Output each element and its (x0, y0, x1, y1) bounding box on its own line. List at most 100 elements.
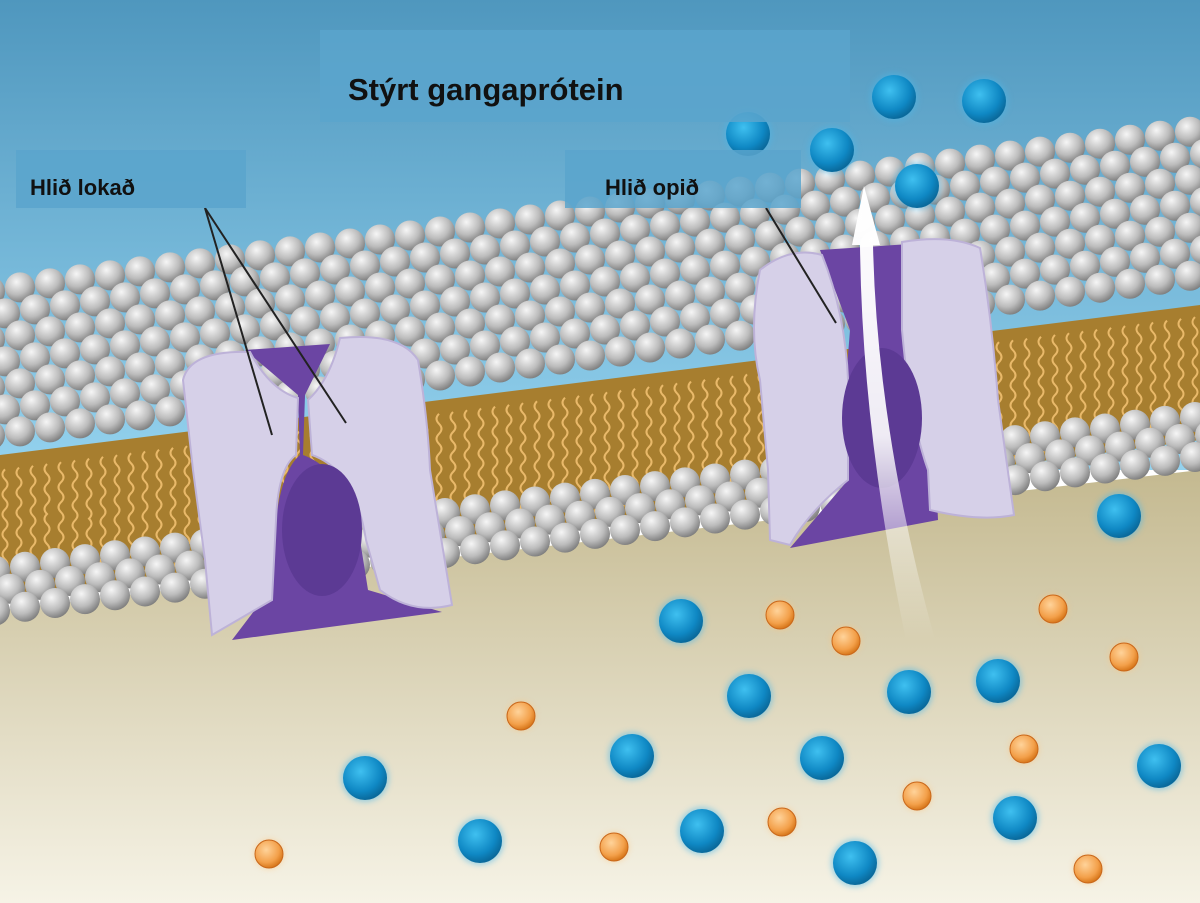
lipid-head (1130, 242, 1160, 273)
lipid-head (395, 268, 425, 299)
lipid-head (650, 258, 680, 289)
blue-ion (725, 672, 773, 720)
lipid-head (575, 340, 605, 371)
lipid-head (665, 232, 695, 263)
lipid-head (1115, 268, 1145, 299)
lipid-head (365, 224, 395, 255)
lipid-head (725, 224, 755, 255)
lipid-head (290, 258, 320, 289)
lipid-head (40, 587, 70, 618)
lipid-head (1040, 254, 1070, 285)
lipid-head (580, 518, 610, 549)
lipid-head (605, 288, 635, 319)
lipid-head (1055, 132, 1085, 163)
leader-line-closed-left (204, 207, 273, 436)
lipid-head (125, 304, 155, 335)
lipid-head (1040, 206, 1070, 237)
lipid-head (395, 220, 425, 251)
blue-ion (608, 732, 656, 780)
lipid-head (440, 286, 470, 317)
lipid-head (485, 352, 515, 383)
lipid-head (70, 584, 100, 615)
lipid-head (680, 254, 710, 285)
blue-ion (456, 817, 504, 865)
lipid-head (1010, 162, 1040, 193)
lipid-head (695, 228, 725, 259)
leader-line-open (765, 207, 837, 324)
blue-ion (885, 668, 933, 716)
lipid-head (365, 272, 395, 303)
lipid-head (550, 522, 580, 553)
orange-ion (765, 600, 795, 630)
lipid-head (455, 356, 485, 387)
lipid-head (1100, 198, 1130, 229)
orange-ion (1073, 854, 1103, 884)
lipid-head (1145, 216, 1175, 247)
lipid-head (1160, 142, 1190, 173)
lipid-head (1085, 176, 1115, 207)
lipid-head (335, 276, 365, 307)
lipid-head (1175, 212, 1200, 243)
lipid-head (455, 212, 485, 243)
lipid-head (530, 322, 560, 353)
lipid-head (1175, 260, 1200, 291)
lipid-head (140, 374, 170, 405)
lipid-head (440, 334, 470, 365)
lipid-head (35, 268, 65, 299)
lipid-head (1175, 164, 1200, 195)
blue-ion (341, 754, 389, 802)
lipid-head (635, 332, 665, 363)
lipid-head (485, 304, 515, 335)
up-arrow-icon (852, 186, 935, 640)
lipid-head (380, 246, 410, 277)
lipid-head (1190, 235, 1200, 264)
open-channel-left-subunit (753, 251, 850, 547)
lipid-head (545, 296, 575, 327)
lipid-head (1055, 180, 1085, 211)
lipid-head (1120, 449, 1150, 480)
lipid-head (710, 298, 740, 329)
lipid-head (460, 534, 490, 565)
lipid-head (5, 368, 35, 399)
lipid-head (80, 286, 110, 317)
lipid-head (440, 238, 470, 269)
lipid-head (725, 320, 755, 351)
orange-ion (599, 832, 629, 862)
lipid-head (980, 214, 1010, 245)
lipid-head (0, 346, 20, 377)
lipid-head (605, 240, 635, 271)
lipid-head (335, 228, 365, 259)
lipid-head (560, 318, 590, 349)
lipid-head (395, 316, 425, 347)
lipid-head (0, 280, 5, 303)
blue-ion (808, 126, 856, 174)
lipid-head (935, 148, 965, 179)
leader-line-closed-right (204, 207, 347, 424)
lipid-head (1055, 276, 1085, 307)
orange-ion (254, 839, 284, 869)
lipid-head (1055, 228, 1085, 259)
lipid-head (305, 232, 335, 263)
lipid-head (200, 270, 230, 301)
blue-ion (1135, 742, 1183, 790)
lipid-head (710, 202, 740, 233)
lipid-head (155, 252, 185, 283)
lipid-head (680, 302, 710, 333)
lipid-head (485, 208, 515, 239)
lipid-head (515, 204, 545, 235)
lipid-head (155, 348, 185, 379)
orange-ion (506, 701, 536, 731)
lipid-head (875, 204, 905, 235)
lipid-head (635, 236, 665, 267)
closed-channel-right-subunit (306, 335, 454, 609)
lipid-head (0, 394, 20, 425)
lipid-head (470, 330, 500, 361)
blue-ion (991, 794, 1039, 842)
lipid-head (260, 262, 290, 293)
lipid-head (1085, 224, 1115, 255)
lipid-head (1025, 232, 1055, 263)
lipid-head (590, 218, 620, 249)
lipid-head (695, 276, 725, 307)
lipid-head (0, 298, 20, 329)
lipid-head (650, 210, 680, 241)
